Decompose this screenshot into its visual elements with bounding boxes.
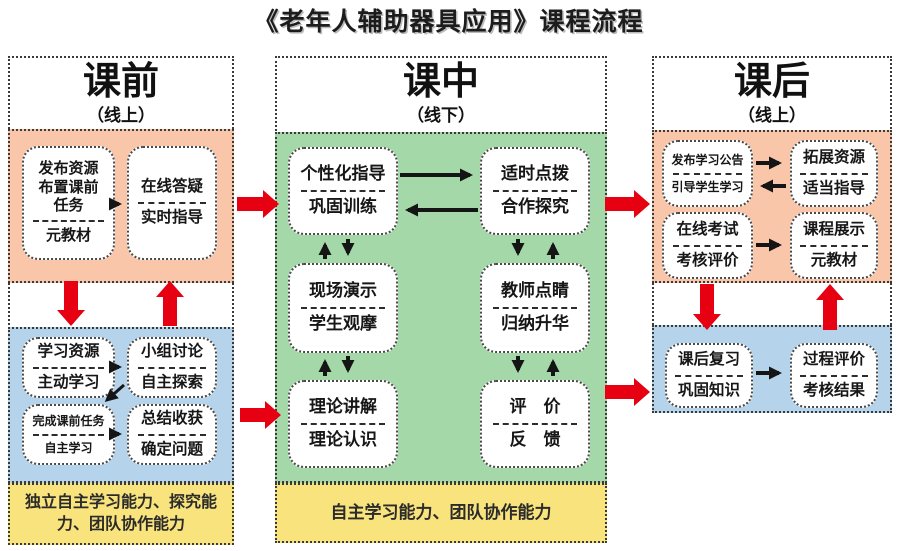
pre-outcome-text: 独立自主学习能力、探究能力、团队协作能力 [24, 494, 217, 533]
red-arrow-mid-to-post-bottom [605, 378, 650, 406]
dashed-divider [492, 307, 578, 309]
online-exam-box: 在线考试 考核评价 [662, 212, 753, 279]
online-qa-box: 在线答疑 实时指导 [127, 146, 217, 260]
box-top-text: 在线考试 [676, 220, 739, 238]
box-bottom-text: 合作探究 [501, 197, 569, 216]
personalized-guidance-box: 个性化指导 巩固训练 [288, 147, 398, 235]
box-top-text: 过程评价 [802, 350, 865, 368]
box-top-text: 发布资源 布置课前 任务 [38, 160, 99, 214]
pre-class-header: 课前 （线上） [8, 61, 234, 126]
red-arrow-mid-to-post-top [605, 190, 650, 218]
box-top-text: 个性化指导 [300, 164, 386, 184]
box-bottom-text: 自主学习 [44, 440, 93, 455]
box-bottom-text: 确定问题 [140, 440, 203, 458]
box-top-text: 总结收获 [140, 409, 203, 427]
box-bottom-text: 主动学习 [37, 373, 100, 391]
box-bottom-text: 适当指导 [802, 179, 865, 197]
box-bottom-text: 巩固知识 [677, 381, 740, 399]
dashed-divider [32, 433, 105, 436]
box-top-text: 在线答疑 [140, 178, 203, 196]
page-title: 《老年人辅助器具应用》课程流程 [253, 8, 644, 36]
box-top-text: 完成课前任务 [32, 413, 105, 428]
box-top-text: 教师点睛 [501, 281, 569, 301]
box-top-text: 发布学习公告 [671, 152, 744, 167]
box-bottom-text: 实时指导 [140, 209, 203, 226]
red-arrow-pre-to-mid-top [237, 190, 279, 218]
dashed-divider [32, 220, 105, 223]
box-bottom-text: 学生观摩 [309, 314, 377, 333]
mid-outcome-text: 自主学习能力、团队协作能力 [330, 502, 552, 522]
box-bottom-text: 考核评价 [676, 251, 739, 269]
post-class-title: 课后 [733, 61, 810, 103]
evaluation-feedback-box: 评 价 反 馈 [480, 380, 590, 468]
in-class-subtitle: （线下） [407, 106, 475, 126]
post-class-subtitle: （线上） [738, 106, 806, 126]
group-discussion-box: 小组讨论 自主探索 [127, 337, 217, 398]
dashed-divider [300, 190, 386, 192]
box-top-text: 适时点拨 [501, 164, 569, 184]
box-top-text: 现场演示 [309, 281, 377, 301]
box-bottom-text: 反 馈 [509, 430, 561, 449]
theory-lecture-box: 理论讲解 理论认识 [288, 380, 398, 468]
in-class-header: 课中 （线下） [275, 61, 607, 126]
box-top-text: 评 价 [509, 397, 561, 417]
review-box: 课后复习 巩固知识 [665, 343, 753, 408]
dashed-divider [800, 172, 868, 175]
live-demo-box: 现场演示 学生观摩 [288, 263, 398, 353]
box-top-text: 课程展示 [802, 220, 865, 238]
post-class-header: 课后 （线上） [652, 61, 892, 126]
box-top-text: 小组讨论 [140, 342, 203, 360]
dashed-divider [492, 190, 578, 192]
box-bottom-text: 自主探索 [140, 373, 203, 391]
box-bottom-text: 引导学生学习 [671, 179, 744, 194]
timely-pointing-box: 适时点拨 合作探究 [480, 147, 590, 235]
box-bottom-text: 元教材 [45, 227, 91, 245]
announcement-box: 发布学习公告 引导学生学习 [662, 140, 753, 207]
dashed-divider [492, 423, 578, 425]
process-evaluation-box: 过程评价 考核结果 [790, 343, 878, 408]
box-top-text: 课后复习 [677, 350, 740, 368]
box-bottom-text: 考核结果 [802, 381, 865, 399]
publish-resources-box: 发布资源 布置课前 任务 元教材 [22, 146, 115, 260]
box-top-text: 学习资源 [37, 342, 100, 360]
pre-class-title: 课前 [82, 61, 159, 103]
expand-resources-box: 拓展资源 适当指导 [790, 140, 878, 207]
course-display-box: 课程展示 元教材 [790, 212, 878, 279]
dashed-divider [137, 366, 207, 369]
dashed-divider [800, 374, 868, 377]
mid-outcome-section [275, 483, 607, 543]
box-bottom-text: 归纳升华 [501, 314, 569, 333]
box-top-text: 理论讲解 [309, 397, 377, 417]
dashed-divider [672, 244, 743, 247]
dashed-divider [800, 244, 868, 247]
dashed-divider [675, 374, 743, 377]
box-bottom-text: 巩固训练 [309, 197, 377, 216]
dashed-divider [300, 307, 386, 309]
dashed-divider [137, 433, 207, 436]
summarize-box: 总结收获 确定问题 [127, 404, 217, 465]
dashed-divider [300, 423, 386, 425]
box-bottom-text: 理论认识 [309, 430, 377, 449]
pre-outcome-section [8, 483, 234, 545]
box-top-text: 拓展资源 [802, 148, 865, 166]
in-class-title: 课中 [402, 61, 479, 103]
teacher-highlight-box: 教师点睛 归纳升华 [480, 263, 590, 353]
dashed-divider [32, 366, 105, 369]
complete-pretask-box: 完成课前任务 自主学习 [22, 404, 115, 465]
pre-class-subtitle: （线上） [87, 106, 155, 126]
learning-resources-box: 学习资源 主动学习 [22, 337, 115, 398]
dashed-divider [137, 202, 207, 204]
dashed-divider [672, 172, 743, 175]
box-bottom-text: 元教材 [810, 251, 858, 269]
